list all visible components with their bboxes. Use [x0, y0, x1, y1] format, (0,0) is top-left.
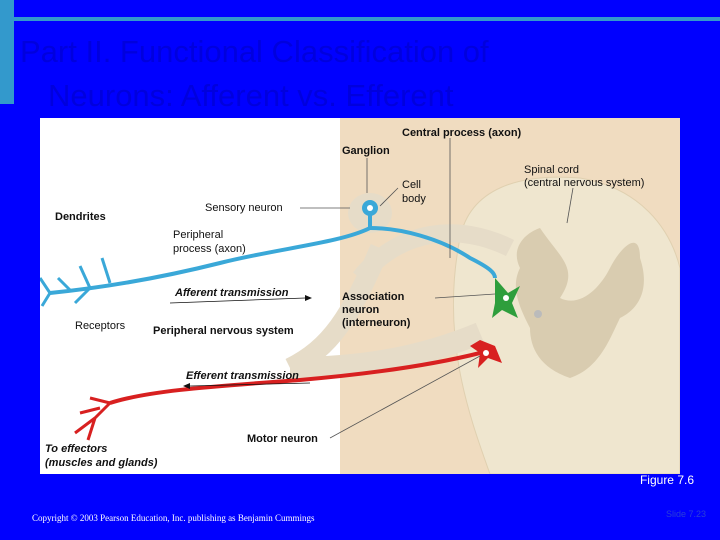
sensory-central-axon [369, 226, 497, 279]
efferent-arrow [189, 382, 311, 387]
label-peripheral-process-2: process (axon) [173, 243, 246, 255]
figure-caption: Figure 7.6 [639, 473, 694, 487]
label-association-3: (interneuron) [342, 317, 411, 329]
central-canal [534, 310, 542, 318]
label-dendrites: Dendrites [55, 211, 106, 223]
label-motor-neuron: Motor neuron [247, 433, 318, 445]
afferent-arrowhead [305, 295, 312, 301]
spinal-nerve [289, 322, 485, 379]
label-sensory-neuron: Sensory neuron [205, 202, 283, 214]
left-accent-bar [0, 0, 14, 104]
association-leader [434, 293, 496, 299]
label-association-2: neuron [342, 304, 380, 316]
title-line-1: Part II. Functional Classification of [20, 34, 489, 69]
motor-axon [109, 351, 481, 405]
nerve-trunk [285, 244, 390, 377]
title-line-2: Neurons: Afferent vs. Efferent [48, 78, 454, 113]
label-pns: Peripheral nervous system [153, 325, 294, 337]
copyright-notice: Copyright © 2003 Pearson Education, Inc.… [32, 513, 315, 523]
label-association-1: Association [342, 291, 405, 303]
sensory-nucleus [367, 205, 373, 211]
afferent-arrow [169, 297, 306, 304]
label-spinal-cord-2: (central nervous system) [524, 177, 644, 189]
neuron-diagram-svg: Central process (axon) Ganglion Cell bod… [40, 118, 680, 474]
label-ganglion: Ganglion [342, 145, 390, 157]
label-effectors-2: (muscles and glands) [45, 457, 158, 469]
motor-terminals [74, 396, 112, 441]
neuron-diagram: Central process (axon) Ganglion Cell bod… [40, 118, 680, 474]
sensory-peripheral-axon [49, 226, 371, 295]
label-effectors-1: To effectors [45, 443, 107, 455]
label-afferent: Afferent transmission [174, 287, 289, 299]
label-efferent: Efferent transmission [186, 370, 299, 382]
label-spinal-cord-1: Spinal cord [524, 164, 579, 176]
top-accent-line [14, 17, 720, 21]
spinal-cord-leader [566, 187, 574, 224]
motor-neuron-leader [329, 355, 481, 439]
label-cell-body-1: Cell [402, 179, 421, 191]
gray-matter [515, 228, 644, 378]
label-central-process: Central process (axon) [402, 127, 522, 139]
sensory-dendrites [40, 257, 112, 307]
cell-body-leader [379, 187, 399, 207]
slide-number: Slide 7.23 [665, 509, 706, 519]
association-nucleus [503, 295, 509, 301]
label-receptors: Receptors [75, 320, 126, 332]
motor-nucleus [483, 350, 489, 356]
slide-title: Part II. Functional Classification of Ne… [20, 30, 710, 118]
label-cell-body-2: body [402, 193, 426, 205]
efferent-arrowhead [183, 383, 190, 389]
label-peripheral-process-1: Peripheral [173, 229, 223, 241]
